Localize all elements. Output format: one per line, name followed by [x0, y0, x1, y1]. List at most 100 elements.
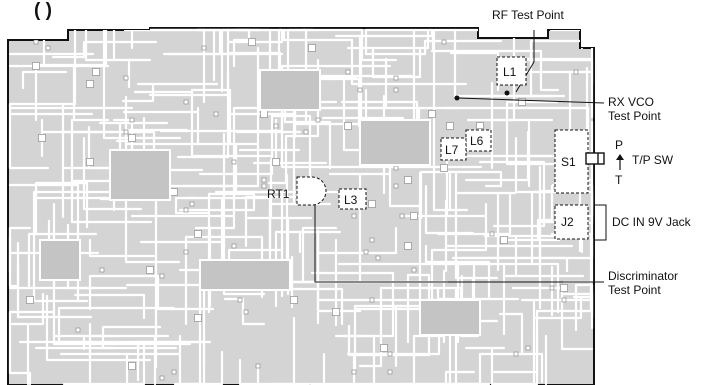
pcb-pad: [26, 296, 34, 304]
pcb-pad: [38, 134, 46, 142]
pcb-trace: [454, 191, 517, 272]
pcb-trace: [173, 334, 206, 385]
pcb-trace: [517, 57, 594, 74]
callout-dc-jack: DC IN 9V Jack: [612, 215, 692, 229]
dc-jack-leader: [594, 204, 607, 241]
pcb-trace: [45, 294, 152, 362]
pcb-trace: [174, 196, 210, 215]
component-j2-box: [554, 204, 589, 240]
pcb-trace: [432, 28, 497, 212]
callout-switch-p: P: [615, 138, 623, 152]
pcb-trace: [430, 202, 488, 314]
pcb-trace: [226, 70, 297, 116]
label-l1: L1: [503, 65, 517, 79]
pcb-trace: [536, 184, 554, 241]
pcb-trace: [391, 106, 464, 134]
callout-rf-test-point: RF Test Point: [492, 8, 564, 22]
label-l3: L3: [344, 193, 358, 207]
pcb-pad: [525, 345, 531, 351]
pcb-trace: [148, 28, 284, 97]
pcb-pad: [128, 134, 136, 142]
component-l3-box: [338, 188, 367, 210]
pcb-pad: [351, 369, 357, 375]
pcb-ic-footprint: [359, 119, 431, 166]
pcb-ic-footprint: [259, 69, 321, 111]
pcb-pad: [159, 273, 165, 279]
label-j2: J2: [561, 215, 574, 229]
pcb-trace: [404, 143, 488, 218]
pcb-pad: [75, 327, 81, 333]
pcb-pad: [272, 158, 280, 166]
pcb-pad: [404, 176, 412, 184]
component-rt1-outline: [296, 176, 327, 206]
pcb-pad: [549, 285, 555, 291]
pcb-trace: [84, 28, 158, 62]
pcb-pad: [183, 207, 189, 213]
solder-pads: [26, 38, 586, 381]
pcb-pad: [387, 351, 393, 357]
pcb-trace: [505, 100, 567, 166]
pcb-trace: [8, 235, 20, 290]
component-l7-box: [440, 137, 467, 161]
component-s1-box: [554, 129, 589, 194]
pcb-trace: [430, 49, 560, 92]
pcb-pad: [369, 297, 375, 303]
pcb-trace: [34, 325, 162, 350]
board-outline: [7, 27, 595, 385]
pcb-pad: [213, 111, 219, 117]
callout-rx-vco-line1: RX VCO: [608, 95, 654, 109]
pcb-ic-footprint: [419, 299, 481, 336]
pcb-pad: [260, 110, 268, 118]
pcb-trace: [193, 350, 224, 385]
pcb-trace: [498, 312, 524, 356]
pcb-trace: [451, 188, 594, 260]
pcb-trace: [483, 234, 557, 278]
pcb-pad: [123, 129, 129, 135]
pcb-pad: [261, 183, 267, 189]
pcb-pad: [129, 117, 135, 123]
pcb-trace: [176, 112, 230, 159]
pcb-pad: [194, 314, 202, 322]
pcb-trace: [51, 40, 86, 59]
callout-discriminator-line2: Test Point: [608, 283, 661, 297]
pcb-pad: [86, 80, 94, 88]
pcb-pad: [261, 177, 267, 183]
pcb-trace: [268, 202, 310, 254]
pcb-trace: [444, 199, 494, 273]
label-rt1: RT1: [267, 187, 290, 201]
pcb-pad: [32, 62, 40, 70]
pcb-trace: [130, 28, 222, 50]
pcb-trace: [301, 28, 398, 62]
component-l1-box: [496, 56, 527, 86]
pcb-trace: [334, 28, 434, 38]
pcb-trace: [280, 130, 483, 169]
pcb-pad: [357, 87, 363, 93]
pcb-trace: [73, 293, 146, 320]
pcb-pad: [231, 243, 237, 249]
pcb-trace: [190, 88, 232, 145]
pcb-trace: [133, 90, 272, 158]
pcb-pad: [183, 99, 189, 105]
pcb-pad: [440, 164, 448, 172]
pcb-pad: [128, 362, 136, 370]
pcb-trace: [82, 136, 143, 211]
pcb-pad: [201, 45, 207, 51]
pcb-trace: [89, 334, 170, 385]
pcb-trace: [252, 118, 328, 165]
label-l6: L6: [470, 134, 484, 148]
discriminator-leader: [314, 205, 604, 283]
rx-vco-test-point-dot: [454, 95, 460, 101]
pcb-pad: [393, 165, 399, 171]
pcb-trace: [301, 226, 338, 283]
pcb-pad: [45, 45, 51, 51]
pcb-pad: [123, 75, 129, 81]
tp-switch-actuator: [585, 152, 624, 170]
callout-switch-name: T/P SW: [632, 153, 674, 167]
pcb-pad: [411, 267, 417, 273]
pcb-trace: [184, 235, 264, 326]
rx-vco-leader: [457, 97, 605, 104]
pcb-trace: [342, 74, 362, 152]
label-s1: S1: [561, 155, 576, 169]
pcb-pad: [345, 69, 351, 75]
callout-switch-t: T: [615, 173, 623, 187]
